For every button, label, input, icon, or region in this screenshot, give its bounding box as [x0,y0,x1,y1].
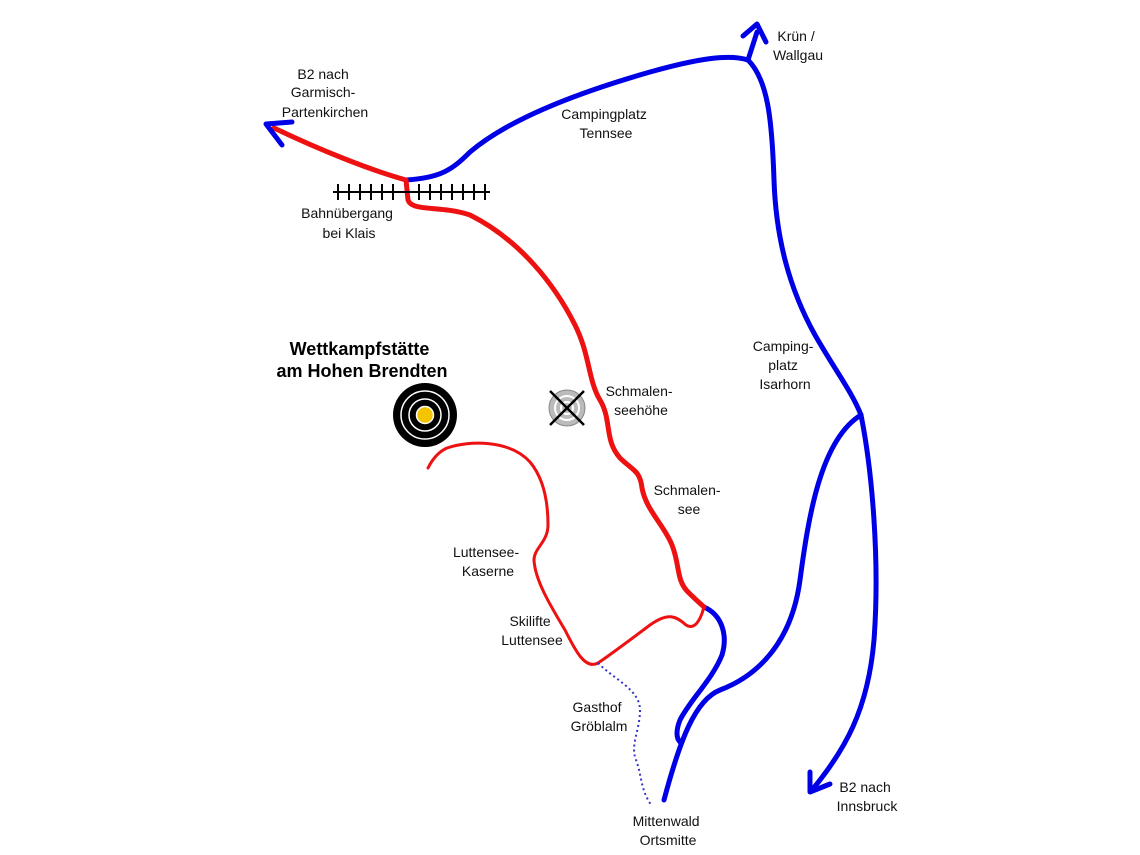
label-schmalenseehoehe: Schmalen- seehöhe [606,383,677,418]
road-schmalensee-connector [674,604,727,745]
road-klais-kruen [403,54,751,183]
main-road-network [403,29,879,803]
road-to-kruen [745,29,760,63]
label-luttensee-kaserne: Luttensee- Kaserne [453,544,523,579]
label-kruen-wallgau: Krün / Wallgau [773,28,823,63]
label-skilifte-luttensee: Skilifte Luttensee [501,613,563,648]
label-gasthof-groeblalm: Gasthof Gröblalm [571,699,628,734]
label-b2-garmisch: B2 nach Garmisch- Partenkirchen [282,66,368,120]
road-kruen-isarhorn [745,57,864,418]
railway-crossing-icon [333,184,490,200]
venue-title: Wettkampfstätte am Hohen Brendten [276,339,447,381]
footpath-groeblalm [597,662,653,807]
label-bahnuebergang: Bahnübergang bei Klais [301,205,397,241]
label-schmalensee: Schmalen- see [654,482,725,517]
arrow-innsbruck-icon [807,769,833,795]
shooting-range-icon [548,389,586,427]
label-camping-tennsee: Campingplatz Tennsee [561,106,651,141]
arrow-garmisch-icon [263,119,295,148]
label-camping-isarhorn: Camping- platz Isarhorn [753,338,818,392]
access-road-main [403,177,707,610]
label-b2-innsbruck: B2 nach Innsbruck [837,779,899,814]
access-road-loop [426,441,706,666]
road-isarhorn-mittenwald [661,412,864,803]
road-to-innsbruck [809,412,879,793]
target-icon [393,383,457,447]
access-road-network [271,125,707,666]
road-to-garmisch [271,125,409,183]
label-mittenwald: Mittenwald Ortsmitte [633,813,704,848]
arrow-kruen-icon [740,21,769,45]
